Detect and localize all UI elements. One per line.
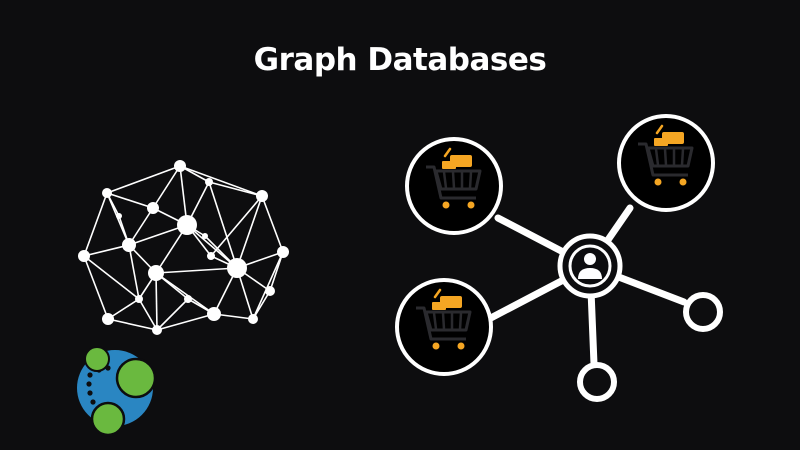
network-edge [83,255,140,300]
network-node [152,325,162,335]
network-edge [252,251,284,320]
network-edge [152,165,181,209]
network-edge [155,267,238,274]
network-node [102,313,114,325]
network-edge [128,207,154,246]
network-node [78,250,90,262]
network-edge [236,195,263,269]
network-node [227,258,247,278]
logo-green-large [115,357,157,399]
network-node [148,265,164,281]
network-node [135,295,143,303]
network-edge [186,224,238,269]
network-edge [107,318,158,331]
network-edge [83,244,130,257]
network-edge [208,181,238,269]
empty-node-bottom [577,362,617,402]
network-edge [155,272,215,315]
network-edge [107,298,140,320]
network-node [202,233,208,239]
network-edge [83,192,108,257]
network-edge [128,224,188,246]
cart-node-bottom-left [395,278,493,376]
logo-green-small [84,346,110,372]
network-node [177,215,197,235]
cart-node-top-right [617,114,715,212]
network-edge [155,272,158,331]
network-node [102,188,112,198]
network-edge [179,165,263,197]
network-node [147,202,159,214]
shopping-cart-icon [416,288,472,350]
network-edge [138,298,158,331]
network-edge [83,255,109,320]
network-node [116,213,122,219]
neo4j-logo-icon [77,346,157,437]
network-edge [156,298,189,331]
network-edge [261,195,284,253]
network-edge [156,313,215,331]
logo-green-bottom [90,401,126,437]
network-node [207,252,215,260]
network-edge [210,195,263,257]
page-title: Graph Databases [253,42,547,78]
network-edge [208,181,263,197]
network-edge [128,244,140,300]
empty-node-right [683,292,723,332]
network-node [184,295,192,303]
network-node [256,190,268,202]
network-edge [106,165,181,194]
network-node [122,238,136,252]
graph-network-icon [78,160,289,335]
shopping-cart-icon [426,147,482,209]
network-edge [106,192,154,209]
hub-user-node [557,233,623,299]
network-node [205,178,213,186]
network-node [248,314,258,324]
network-node [174,160,186,172]
cart-node-top-left [405,137,503,235]
user-icon [578,253,602,279]
network-node [207,307,221,321]
network-node [265,286,275,296]
shopping-cart-icon [638,124,694,186]
network-node [277,246,289,258]
